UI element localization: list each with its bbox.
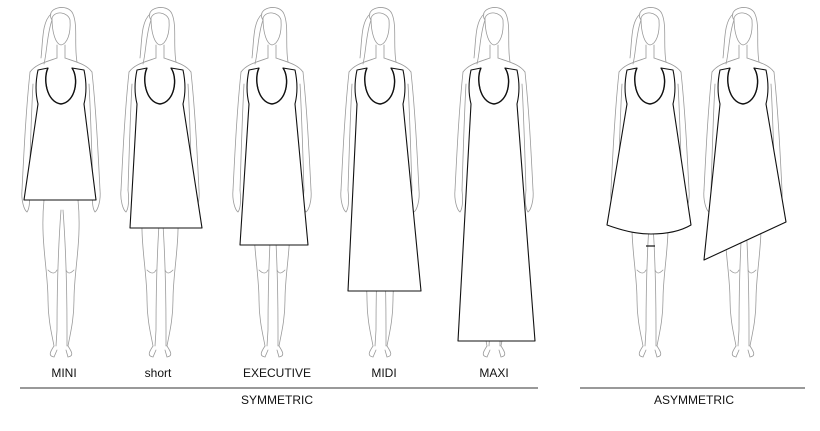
feet-outline [260,345,284,358]
face-outline [51,12,71,46]
shoulder-outline [128,57,192,73]
shoulder-outline [711,57,775,73]
hair-outline [722,7,760,65]
left-hand-outline [120,189,129,213]
label-short: short [144,366,172,380]
left-hand-outline [232,189,241,213]
feet-outline [638,345,662,358]
shoulder-outline [29,57,93,73]
neck-outline [155,44,165,59]
face-outline [733,12,753,46]
right-arm-outline [407,71,420,191]
neck-outline [375,44,385,59]
hair-outline [40,7,78,65]
group-label-asymmetric: ASYMMETRIC [653,393,735,407]
knee-outline [146,269,174,274]
neckline-hi-lo [634,67,666,105]
dress-outline-mini [23,67,97,201]
neck-outline [645,44,655,59]
dress-outline-midi [347,67,422,292]
label-maxi: MAXI [479,366,509,380]
feet-outline [368,345,392,358]
neck-outline [56,44,66,59]
hair-outline [359,7,397,65]
left-leg-outline [42,199,62,347]
shoulder-outline [462,57,526,73]
knee-outline [636,269,664,274]
dress-outline-short [129,67,203,229]
knee-outline [258,269,286,274]
feet-outline [482,345,506,358]
left-hand-outline [340,189,349,213]
left-arm-outline [454,71,467,191]
dress-outline-executive [239,67,309,246]
label-mini: MINI [51,366,77,380]
shoulder-outline [618,57,682,73]
neckline-maxi [478,67,510,105]
dress-figure-hi-lo [606,7,692,358]
neckline-executive [256,67,288,105]
neckline-mini [45,67,77,105]
right-hand-outline [525,189,534,213]
dress-figure-diagonal [703,7,787,358]
neckline-midi [364,67,396,105]
left-arm-outline [120,71,133,191]
face-outline [484,12,504,46]
face-outline [370,12,390,46]
neckline-short [144,67,176,105]
hair-outline [251,7,289,65]
label-executive: EXECUTIVE [242,366,312,380]
neck-outline [489,44,499,59]
feet-outline [148,345,172,358]
left-arm-outline [340,71,353,191]
right-arm-outline [521,71,534,191]
shoulder-outline [348,57,412,73]
neckline-diagonal [727,67,759,105]
dress-figure-maxi [454,7,536,358]
shoulder-outline [240,57,304,73]
feet-outline [731,345,755,358]
neck-outline [267,44,277,59]
hair-outline [139,7,177,65]
left-arm-outline [703,71,716,191]
left-hand-outline [454,189,463,213]
neck-outline [738,44,748,59]
right-arm-outline [299,71,312,191]
knee-outline [47,269,75,274]
label-midi: MIDI [371,366,397,380]
face-outline [262,12,282,46]
right-leg-outline [62,199,80,347]
group-label-symmetric: SYMMETRIC [241,393,313,407]
left-arm-outline [232,71,245,191]
face-outline [640,12,660,46]
feet-outline [49,345,73,358]
dress-figure-midi [340,7,422,358]
dress-figure-short [120,7,203,358]
hair-outline [473,7,511,65]
dress-figure-mini [21,7,101,358]
hair-outline [629,7,667,65]
knee-outline [729,269,757,274]
dress-figure-executive [232,7,312,358]
face-outline [150,12,170,46]
dress-outline-diagonal [703,67,787,261]
